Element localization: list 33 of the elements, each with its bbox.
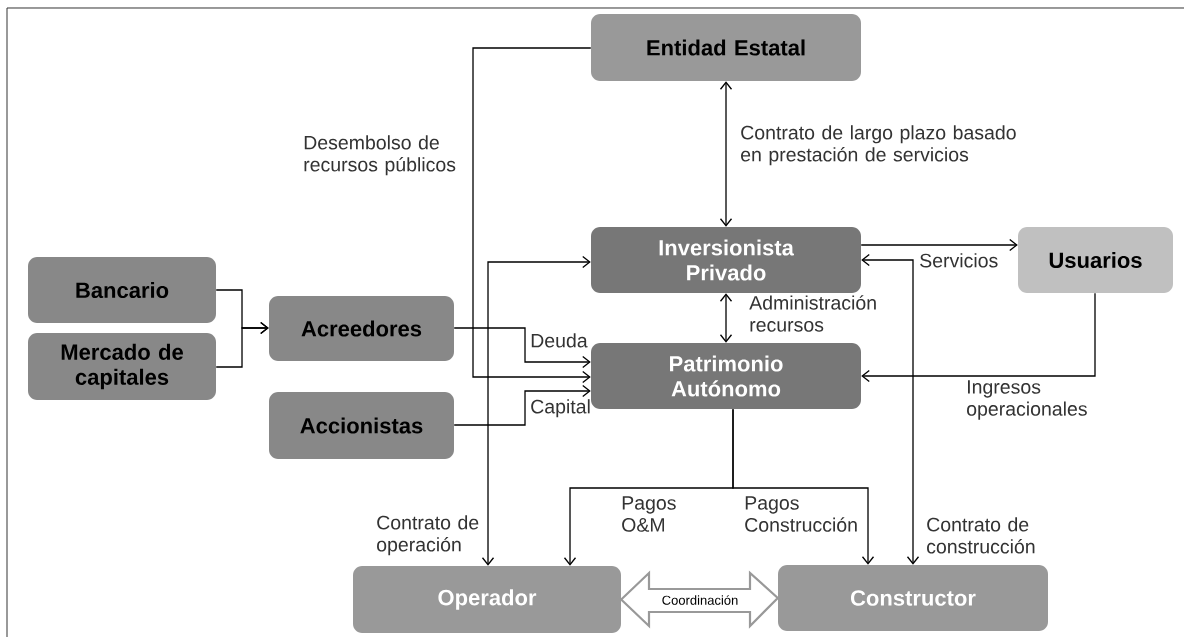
edge-label: Contrato de construcción (927, 517, 1035, 554)
edge-label: Desembolso de recursos públicos (304, 135, 456, 176)
process-box: Mercado de capitales (28, 333, 216, 400)
edge-label: Pagos Construcción (745, 496, 857, 532)
arrow (719, 81, 733, 227)
arrow (719, 293, 733, 343)
edge-label: Pagos O&M (622, 496, 676, 532)
process-box: Constructor (778, 565, 1048, 631)
edge-label: Capital (531, 399, 590, 418)
edge-label: Coordinación (660, 594, 740, 606)
process-box: Bancario (28, 257, 216, 323)
edge-label: Administración recursos (749, 295, 876, 332)
arrow (861, 292, 1096, 383)
edge-label: Servicios (920, 253, 998, 268)
edge-label: Contrato de operación (377, 515, 479, 556)
process-box: Operador (353, 566, 621, 633)
arrow (472, 47, 592, 384)
process-box: Accionistas (269, 392, 454, 459)
process-box: Usuarios (1018, 227, 1173, 293)
process-box: Patrimonio Autónomo (591, 343, 861, 409)
arrow (732, 408, 875, 565)
edge-label: Contrato de largo plazo basado en prestación de servicios (741, 125, 1016, 166)
arrow (453, 327, 591, 369)
process-box: Inversionista Privado (591, 227, 861, 293)
arrow (215, 321, 269, 368)
edge-label: Ingresos operacionales (967, 380, 1087, 420)
arrow (861, 253, 920, 565)
process-box: Acreedores (269, 296, 454, 361)
arrow (860, 238, 1018, 252)
arrow (481, 255, 591, 566)
arrow (453, 384, 591, 426)
process-box: Entidad Estatal (591, 14, 861, 81)
edge-label: Deuda (531, 333, 588, 348)
